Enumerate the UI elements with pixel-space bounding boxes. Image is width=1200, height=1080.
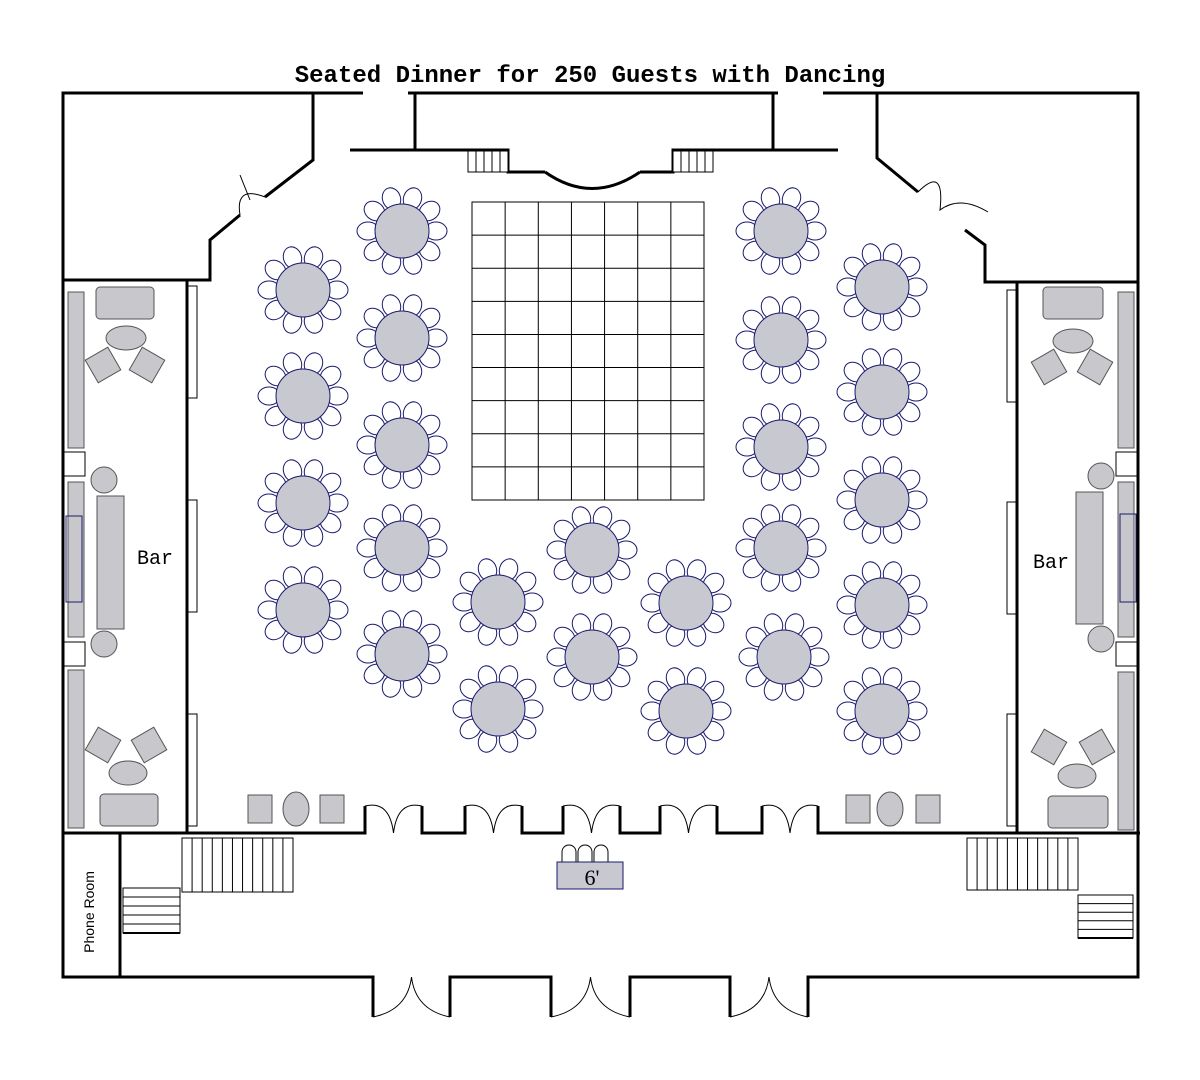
table-top: [470, 681, 526, 737]
registration-table: 6': [556, 844, 624, 890]
registration-table-label: 6': [585, 865, 600, 890]
right-lounge: Bar: [845, 286, 1137, 831]
round-table: [640, 559, 732, 647]
table-top: [753, 312, 809, 368]
table-top: [753, 419, 809, 475]
table-top: [658, 683, 714, 739]
round-table: [257, 459, 349, 547]
table-top: [275, 475, 331, 531]
table-top: [374, 520, 430, 576]
round-table: [257, 566, 349, 654]
round-table: [836, 456, 928, 544]
round-table: [546, 613, 638, 701]
table-top: [753, 203, 809, 259]
staircase: [1077, 894, 1134, 939]
round-table: [356, 504, 448, 592]
double-door-icon: [729, 976, 809, 1018]
round-table: [546, 506, 638, 594]
table-top: [854, 364, 910, 420]
round-table: [738, 613, 830, 701]
round-table: [257, 352, 349, 440]
round-table: [356, 187, 448, 275]
phone-room-label: Phone Room: [81, 871, 97, 953]
walls: [61, 91, 1140, 1017]
table-top: [374, 203, 430, 259]
dance-floor-outline: [471, 201, 705, 501]
dining-tables: [257, 187, 928, 755]
table-top: [854, 259, 910, 315]
plan-title: Seated Dinner for 250 Guests with Dancin…: [295, 63, 886, 90]
round-table: [836, 667, 928, 755]
double-door-icon: [659, 804, 718, 834]
staircase: [467, 150, 509, 173]
round-table: [836, 348, 928, 436]
armchair-icon: [128, 346, 166, 384]
table-top: [470, 574, 526, 630]
table-top: [854, 577, 910, 633]
round-table: [836, 561, 928, 649]
table-top: [854, 683, 910, 739]
bar-label: Bar: [1033, 552, 1069, 575]
table-top: [753, 520, 809, 576]
table-top: [658, 575, 714, 631]
table-top: [564, 629, 620, 685]
left-lounge: Bar: [65, 286, 345, 829]
double-door-icon: [761, 804, 819, 834]
staircase: [122, 887, 181, 934]
stairs: [122, 150, 1134, 939]
table-top: [374, 626, 430, 682]
round-table: [356, 294, 448, 382]
round-table: [735, 504, 827, 592]
double-door-icon: [464, 804, 523, 834]
staircase: [672, 150, 714, 173]
table-top: [564, 522, 620, 578]
sofa-icon: [95, 286, 155, 320]
round-table: [452, 558, 544, 646]
round-table: [356, 610, 448, 698]
table-top: [275, 582, 331, 638]
round-table: [257, 246, 349, 334]
doors: [238, 174, 989, 1018]
table-top: [756, 629, 812, 685]
double-door-icon: [372, 976, 451, 1018]
table-top: [854, 472, 910, 528]
round-table: [452, 665, 544, 753]
round-table: [735, 296, 827, 384]
double-door-icon: [364, 804, 423, 834]
round-table: [356, 401, 448, 489]
staircase: [966, 837, 1079, 891]
double-door-icon: [550, 976, 631, 1018]
round-table: [640, 667, 732, 755]
round-table: [735, 403, 827, 491]
table-top: [275, 368, 331, 424]
bar-counter: [96, 495, 125, 630]
table-top: [275, 262, 331, 318]
armchair-icon: [84, 346, 122, 384]
bar-label: Bar: [137, 548, 173, 571]
dance-floor: [471, 201, 705, 501]
round-table: [735, 187, 827, 275]
staircase: [181, 837, 294, 893]
table-top: [374, 310, 430, 366]
round-table: [836, 243, 928, 331]
double-door-icon: [562, 804, 621, 834]
table-top: [374, 417, 430, 473]
